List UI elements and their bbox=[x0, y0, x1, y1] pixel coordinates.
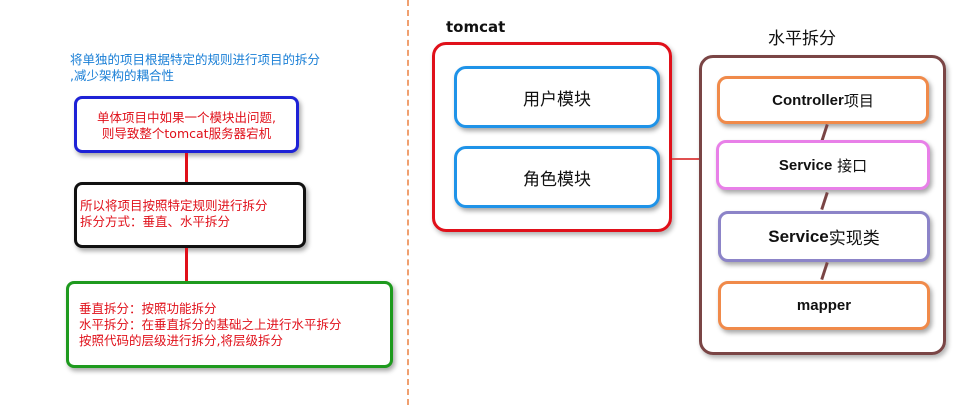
split-types-box: 垂直拆分：按照功能拆分 水平拆分：在垂直拆分的基础之上进行水平拆分 按照代码的层… bbox=[66, 281, 393, 368]
box1-line-2: 则导致整个tomcat服务器宕机 bbox=[101, 126, 272, 141]
horizontal-split-container bbox=[699, 55, 946, 355]
service-impl-layer-name: Service bbox=[768, 226, 829, 246]
service-interface-layer-box: Service 接口 bbox=[716, 140, 930, 190]
user-module-box: 用户模块 bbox=[454, 66, 660, 128]
intro-text: 将单独的项目根据特定的规则进行项目的拆分 ,减少架构的耦合性 bbox=[70, 52, 400, 84]
intro-line-1: 将单独的项目根据特定的规则进行项目的拆分 bbox=[70, 52, 321, 67]
service-impl-layer-suffix: 实现类 bbox=[828, 229, 880, 249]
box2-line-1: 所以将项目按照特定规则进行拆分 bbox=[80, 198, 268, 213]
box1-line-1: 单体项目中如果一个模块出问题, bbox=[97, 110, 276, 125]
service-interface-layer-name: Service bbox=[778, 156, 833, 174]
role-module-box: 角色模块 bbox=[454, 146, 660, 208]
box3-line-3: 按照代码的层级进行拆分,将层级拆分 bbox=[79, 333, 283, 348]
box2-line-2: 拆分方式：垂直、水平拆分 bbox=[80, 214, 231, 229]
intro-line-2: ,减少架构的耦合性 bbox=[70, 68, 174, 83]
flow-connector-2 bbox=[185, 248, 188, 281]
dashed-divider bbox=[407, 0, 409, 405]
mapper-layer-box: mapper bbox=[718, 281, 930, 330]
tomcat-title: tomcat bbox=[446, 18, 506, 36]
box3-line-2: 水平拆分：在垂直拆分的基础之上进行水平拆分 bbox=[79, 317, 342, 332]
tomcat-to-layers-connector bbox=[672, 158, 700, 160]
box3-line-1: 垂直拆分：按照功能拆分 bbox=[79, 301, 217, 316]
controller-layer-name: Controller bbox=[772, 91, 844, 109]
service-interface-layer-suffix: 接口 bbox=[832, 156, 868, 175]
controller-layer-suffix: 项目 bbox=[843, 91, 874, 110]
split-approach-box: 所以将项目按照特定规则进行拆分 拆分方式：垂直、水平拆分 bbox=[74, 182, 306, 248]
horizontal-split-title: 水平拆分 bbox=[768, 29, 836, 49]
monolith-problem-box: 单体项目中如果一个模块出问题, 则导致整个tomcat服务器宕机 bbox=[74, 96, 299, 153]
tomcat-container bbox=[432, 42, 672, 232]
flow-connector-1 bbox=[185, 153, 188, 182]
mapper-layer-name: mapper bbox=[796, 297, 852, 314]
